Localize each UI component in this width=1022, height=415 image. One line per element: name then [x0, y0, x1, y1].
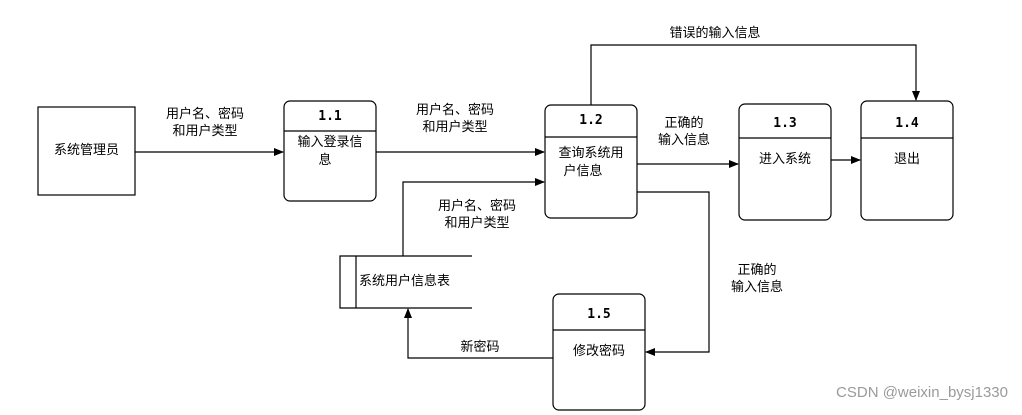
flow-arrow-p15-to-store — [404, 308, 553, 359]
process-number-1-2: 1.2 — [579, 113, 603, 128]
flow-label-p12-to-p15-line2: 输入信息 — [730, 280, 783, 295]
flow-label-p12-to-p13-line2: 输入信息 — [657, 133, 710, 148]
flow-label-p12-to-p15-line1: 正确的 — [737, 263, 777, 278]
flow-label-admin-to-p11-line2: 和用户类型 — [172, 124, 238, 139]
process-number-1-3: 1.3 — [773, 116, 797, 131]
flow-label-p11-to-p12-line2: 和用户类型 — [422, 120, 488, 135]
flow-label-store-to-p12-line1: 用户名、密码 — [437, 199, 516, 214]
process-label-1-1-line1: 输入登录信 — [297, 135, 363, 150]
process-number-1-1: 1.1 — [318, 109, 342, 124]
datastore-label: 系统用户信息表 — [359, 274, 451, 289]
flow-label-p15-to-store: 新密码 — [460, 340, 500, 355]
watermark: CSDN @weixin_bysj1330 — [836, 384, 1008, 401]
process-box-1-3 — [738, 103, 832, 221]
flow-arrow-p12-to-p14 — [590, 44, 920, 105]
entity-label: 系统管理员 — [53, 143, 119, 158]
process-label-1-2-line2: 户信息 — [563, 164, 603, 179]
flow-arrow-store-to-p12 — [402, 178, 545, 256]
process-box-1-1 — [283, 100, 377, 202]
flow-label-admin-to-p11-line1: 用户名、密码 — [165, 107, 244, 122]
flow-label-p12-to-p14: 错误的输入信息 — [669, 26, 761, 41]
process-label-1-2-line1: 查询系统用 — [558, 146, 624, 161]
process-label-1-1-line2: 息 — [318, 153, 332, 168]
process-number-1-4: 1.4 — [895, 116, 919, 131]
flow-label-p11-to-p12-line1: 用户名、密码 — [415, 103, 494, 118]
flow-label-p12-to-p13-line1: 正确的 — [664, 116, 704, 131]
process-label-1-4: 退出 — [893, 152, 920, 167]
process-label-1-5: 修改密码 — [572, 344, 625, 359]
process-label-1-3: 进入系统 — [758, 152, 811, 167]
entity-box-admin — [37, 106, 136, 196]
flow-arrow-p12-to-p15 — [637, 191, 710, 356]
process-box-1-4 — [860, 100, 954, 221]
flow-label-store-to-p12-line2: 和用户类型 — [444, 216, 510, 231]
process-number-1-5: 1.5 — [587, 307, 611, 322]
